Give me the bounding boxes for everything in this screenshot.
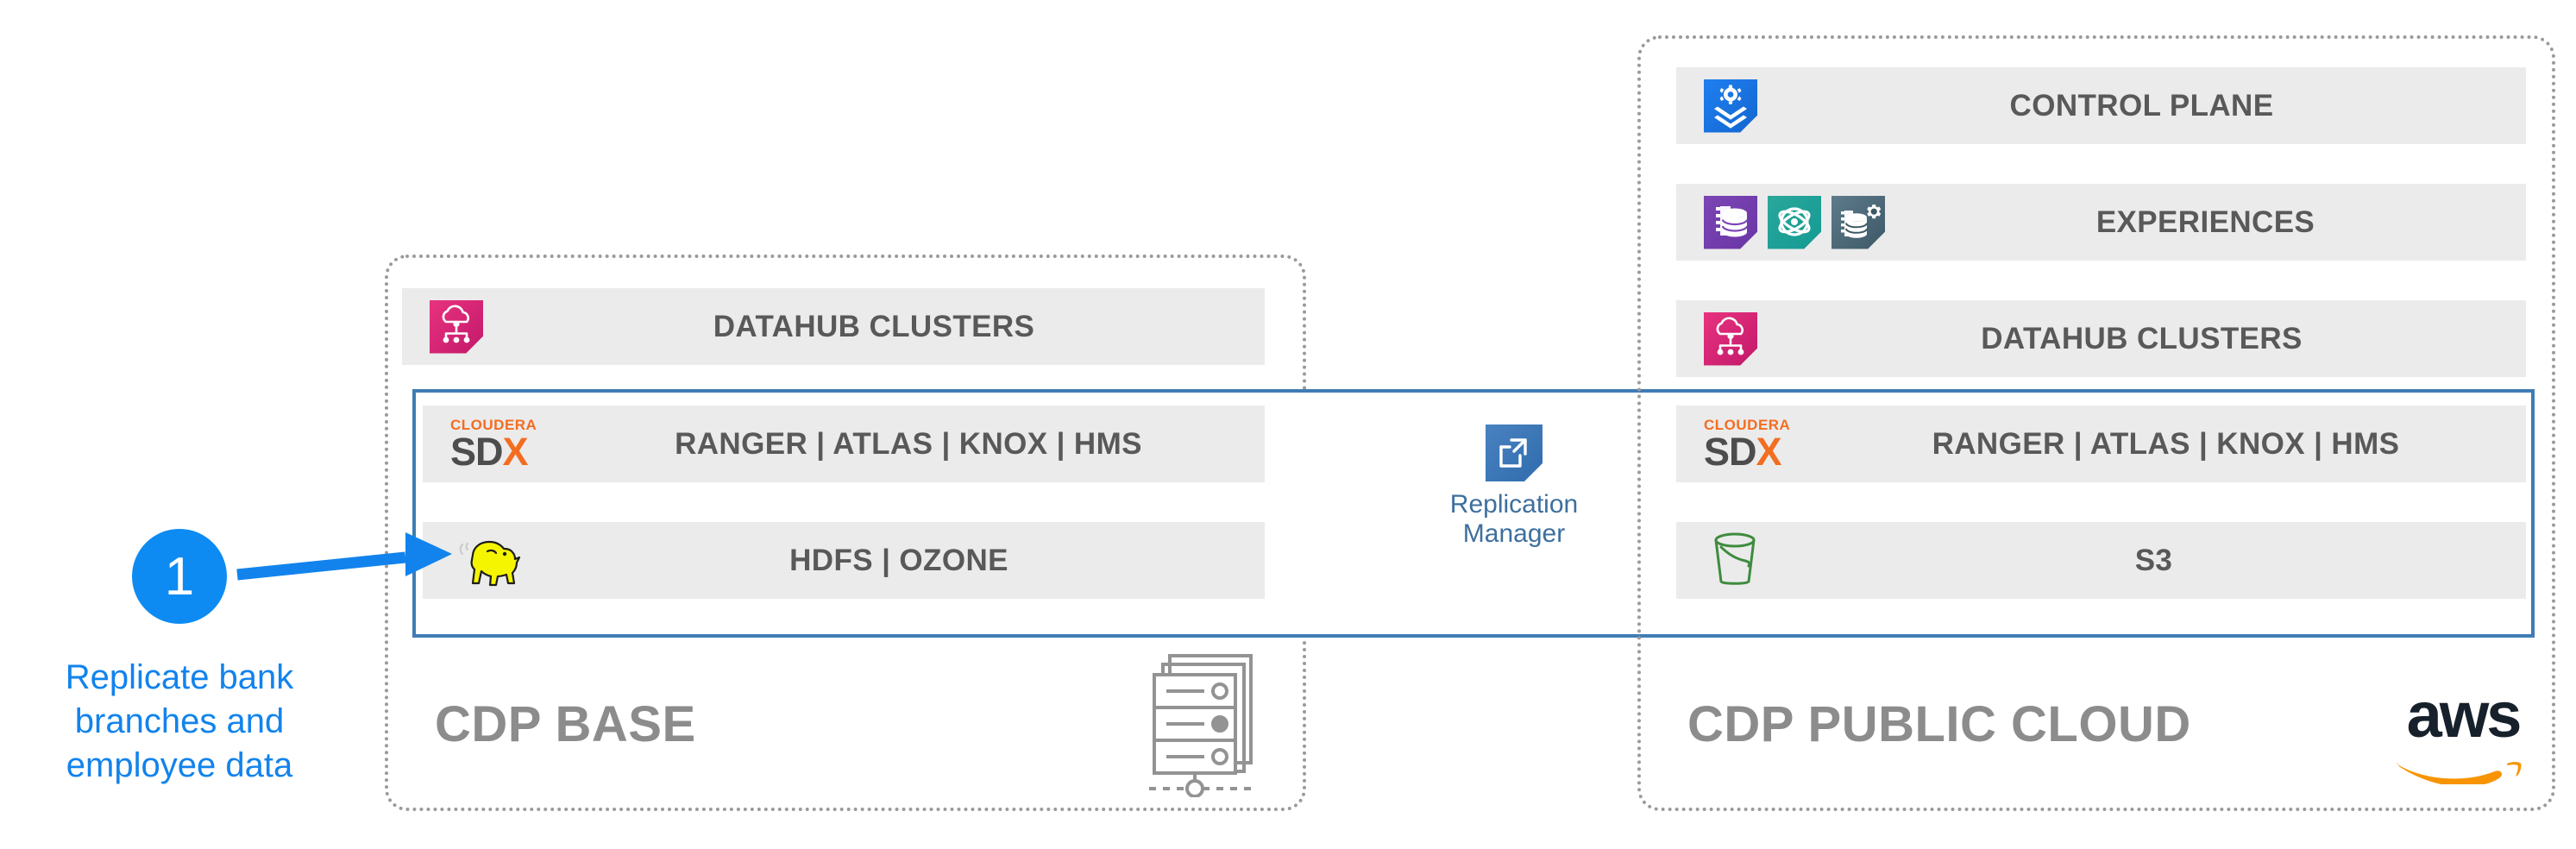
row-icon-group [423,531,533,591]
row-icon-group [1676,79,1757,133]
sdx-wordmark-bottom: SDX [450,432,552,471]
row-icon-group: CLOUDERA SDX [423,418,552,471]
row-icon-group [402,299,483,354]
aws-smile-icon [2397,761,2522,787]
sdx-wordmark-sd: SD [450,429,504,474]
cdp-base-title: CDP BASE [435,696,696,752]
cloudera-sdx-logo: CLOUDERA SDX [1704,418,1806,471]
step-caption: Replicate bank branches and employee dat… [65,658,294,785]
server-rack-icon [1146,652,1263,798]
control-plane-icon [1704,79,1757,133]
base-row-sdx-label: RANGER | ATLAS | KNOX | HMS [675,426,1142,461]
row-icon-group: CLOUDERA SDX [1676,418,1806,471]
cloud-row-experiences-label: EXPERIENCES [2095,204,2315,239]
sdx-wordmark-sd: SD [1704,429,1757,474]
step-number-label: 1 [164,546,195,607]
cloud-row-s3-label: S3 [2134,543,2173,577]
cloud-row-experiences[interactable]: EXPERIENCES [1676,184,2526,261]
step-number-badge: 1 [132,529,227,624]
cloud-row-datahub-clusters-label: DATAHUB CLUSTERS [1981,321,2303,355]
replication-manager-label: Replication Manager [1389,490,1639,548]
datahub-cloud-icon [430,299,483,354]
row-icon-group [1676,195,1885,249]
replication-manager-icon [1486,424,1542,481]
base-row-datahub-clusters[interactable]: DATAHUB CLUSTERS [402,288,1265,365]
cdp-public-cloud-panel [1637,35,2555,811]
cloud-row-sdx[interactable]: CLOUDERA SDX RANGER | ATLAS | KNOX | HMS [1676,406,2526,482]
cloud-row-datahub-clusters[interactable]: DATAHUB CLUSTERS [1676,300,2526,377]
base-row-hdfs-ozone-label: HDFS | OZONE [789,543,1008,577]
machine-learning-icon [1768,195,1821,249]
hadoop-elephant-icon [450,531,533,591]
base-row-hdfs-ozone[interactable]: HDFS | OZONE [423,522,1265,599]
replication-manager-label-line2: Manager [1462,519,1566,548]
cloud-row-sdx-label: RANGER | ATLAS | KNOX | HMS [1932,426,2400,461]
sdx-wordmark-bottom: SDX [1704,432,1806,471]
cloudera-sdx-logo: CLOUDERA SDX [450,418,552,471]
aws-wordmark: aws [2406,679,2523,751]
sdx-wordmark-top: CLOUDERA [450,416,537,433]
datahub-cloud-icon [1704,311,1757,366]
replication-manager[interactable]: Replication Manager [1389,424,1639,548]
cloud-row-control-plane[interactable]: CONTROL PLANE [1676,67,2526,144]
cdp-public-cloud-title: CDP PUBLIC CLOUD [1687,696,2191,752]
data-warehouse-icon [1704,195,1757,249]
sdx-wordmark-x: X [1756,429,1782,474]
data-engineering-icon [1831,195,1885,249]
replication-manager-label-line1: Replication [1449,490,1579,519]
sdx-wordmark-x: X [502,429,529,474]
base-row-sdx[interactable]: CLOUDERA SDX RANGER | ATLAS | KNOX | HMS [423,406,1265,482]
sdx-wordmark-top: CLOUDERA [1704,416,1791,433]
row-icon-group [1676,311,1757,366]
cloud-row-control-plane-label: CONTROL PLANE [2009,88,2274,123]
row-icon-group [1676,528,1781,594]
cloud-row-s3[interactable]: S3 [1676,522,2526,599]
aws-logo: aws [2390,679,2536,789]
s3-bucket-icon [1704,528,1781,594]
base-row-datahub-clusters-label: DATAHUB CLUSTERS [713,309,1035,343]
